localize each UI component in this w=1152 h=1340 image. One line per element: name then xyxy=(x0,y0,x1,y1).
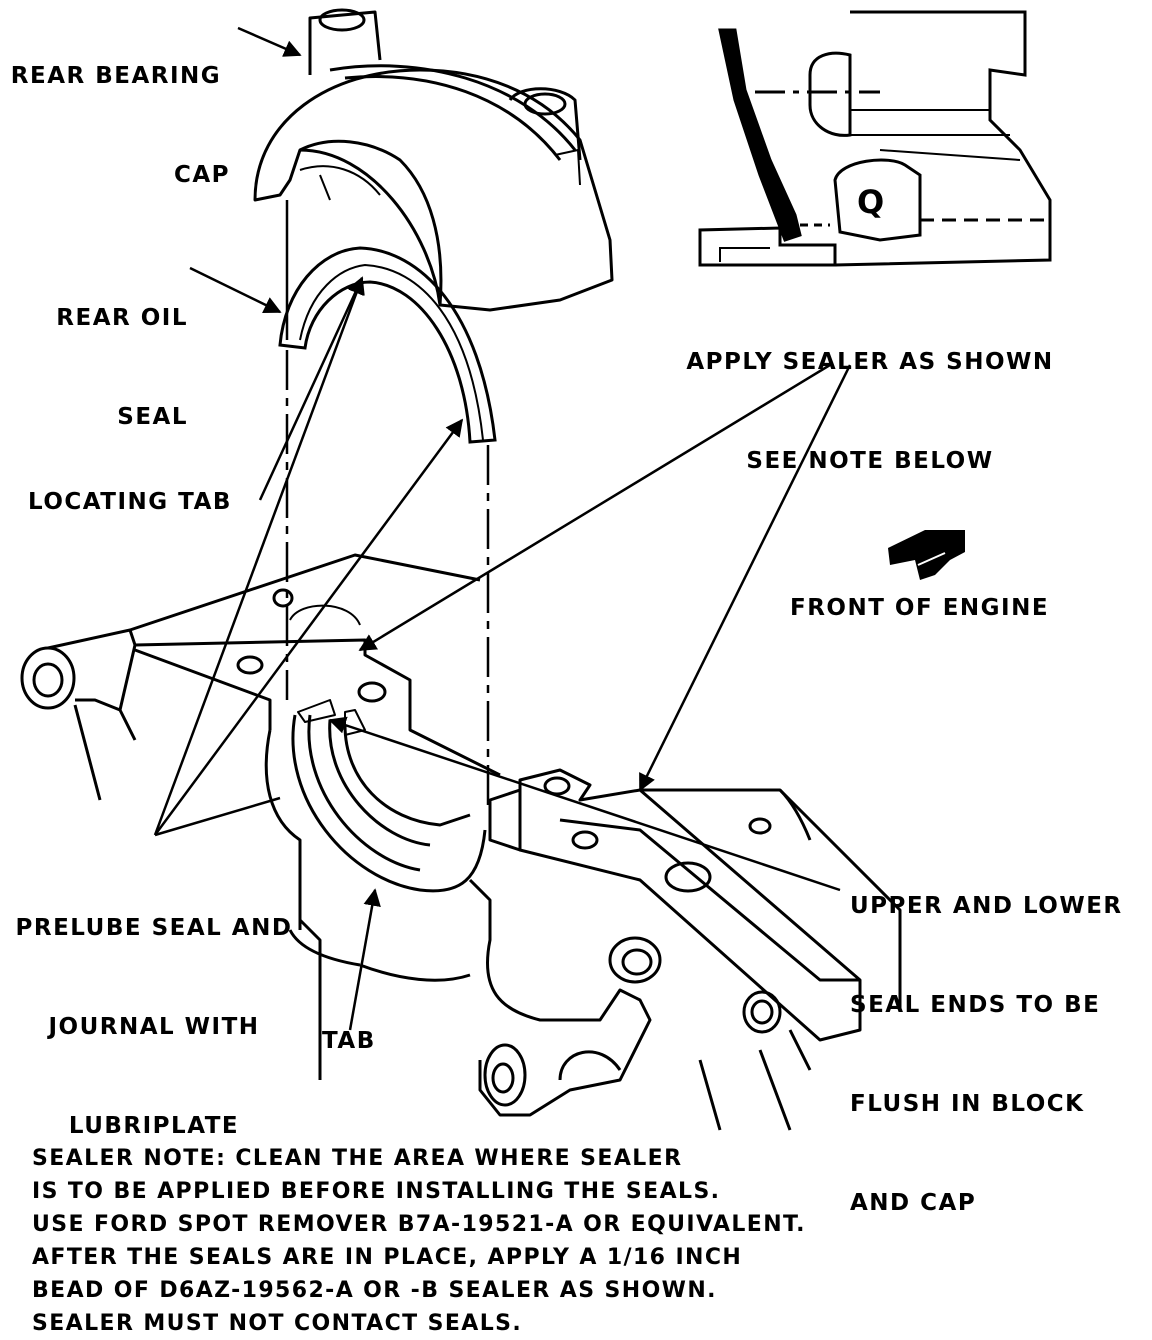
engine-block xyxy=(20,553,902,1131)
alignment-lines xyxy=(285,200,490,810)
sealer-detail-inset xyxy=(698,10,1052,267)
label-apply-sealer: APPLY SEALER AS SHOWN SEE NOTE BELOW xyxy=(686,349,1054,474)
sealer-note: SEALER NOTE: CLEAN THE AREA WHERE SEALER… xyxy=(32,1142,806,1340)
inset-mark: Q xyxy=(857,183,886,221)
sealer-note-line: IS TO BE APPLIED BEFORE INSTALLING THE S… xyxy=(32,1179,721,1204)
sealer-note-line: BEAD OF D6AZ-19562-A OR -B SEALER AS SHO… xyxy=(32,1278,717,1303)
label-rear-oil-seal: REAR OIL SEAL xyxy=(56,305,188,430)
sealer-note-line: AFTER THE SEALS ARE IN PLACE, APPLY A 1/… xyxy=(32,1245,743,1270)
label-front-of-engine: FRONT OF ENGINE xyxy=(790,595,1050,621)
rear-bearing-cap xyxy=(253,8,614,312)
label-locating-tab: LOCATING TAB xyxy=(28,489,232,515)
sealer-note-line: USE FORD SPOT REMOVER B7A-19521-A OR EQU… xyxy=(32,1212,806,1237)
front-of-engine-arrow-icon xyxy=(888,530,965,580)
sealer-note-line: SEALER NOTE: CLEAN THE AREA WHERE SEALER xyxy=(32,1146,683,1171)
label-tab: TAB xyxy=(322,1028,376,1054)
sealer-note-line: SEALER MUST NOT CONTACT SEALS. xyxy=(32,1311,523,1336)
leader-lines xyxy=(153,26,852,1031)
label-rear-bearing-cap: REAR BEARING CAP xyxy=(10,63,230,188)
label-prelube: PRELUBE SEAL AND JOURNAL WITH LUBRIPLATE xyxy=(15,915,293,1139)
label-upper-lower-seal-ends: UPPER AND LOWER SEAL ENDS TO BE FLUSH IN… xyxy=(850,893,1123,1216)
